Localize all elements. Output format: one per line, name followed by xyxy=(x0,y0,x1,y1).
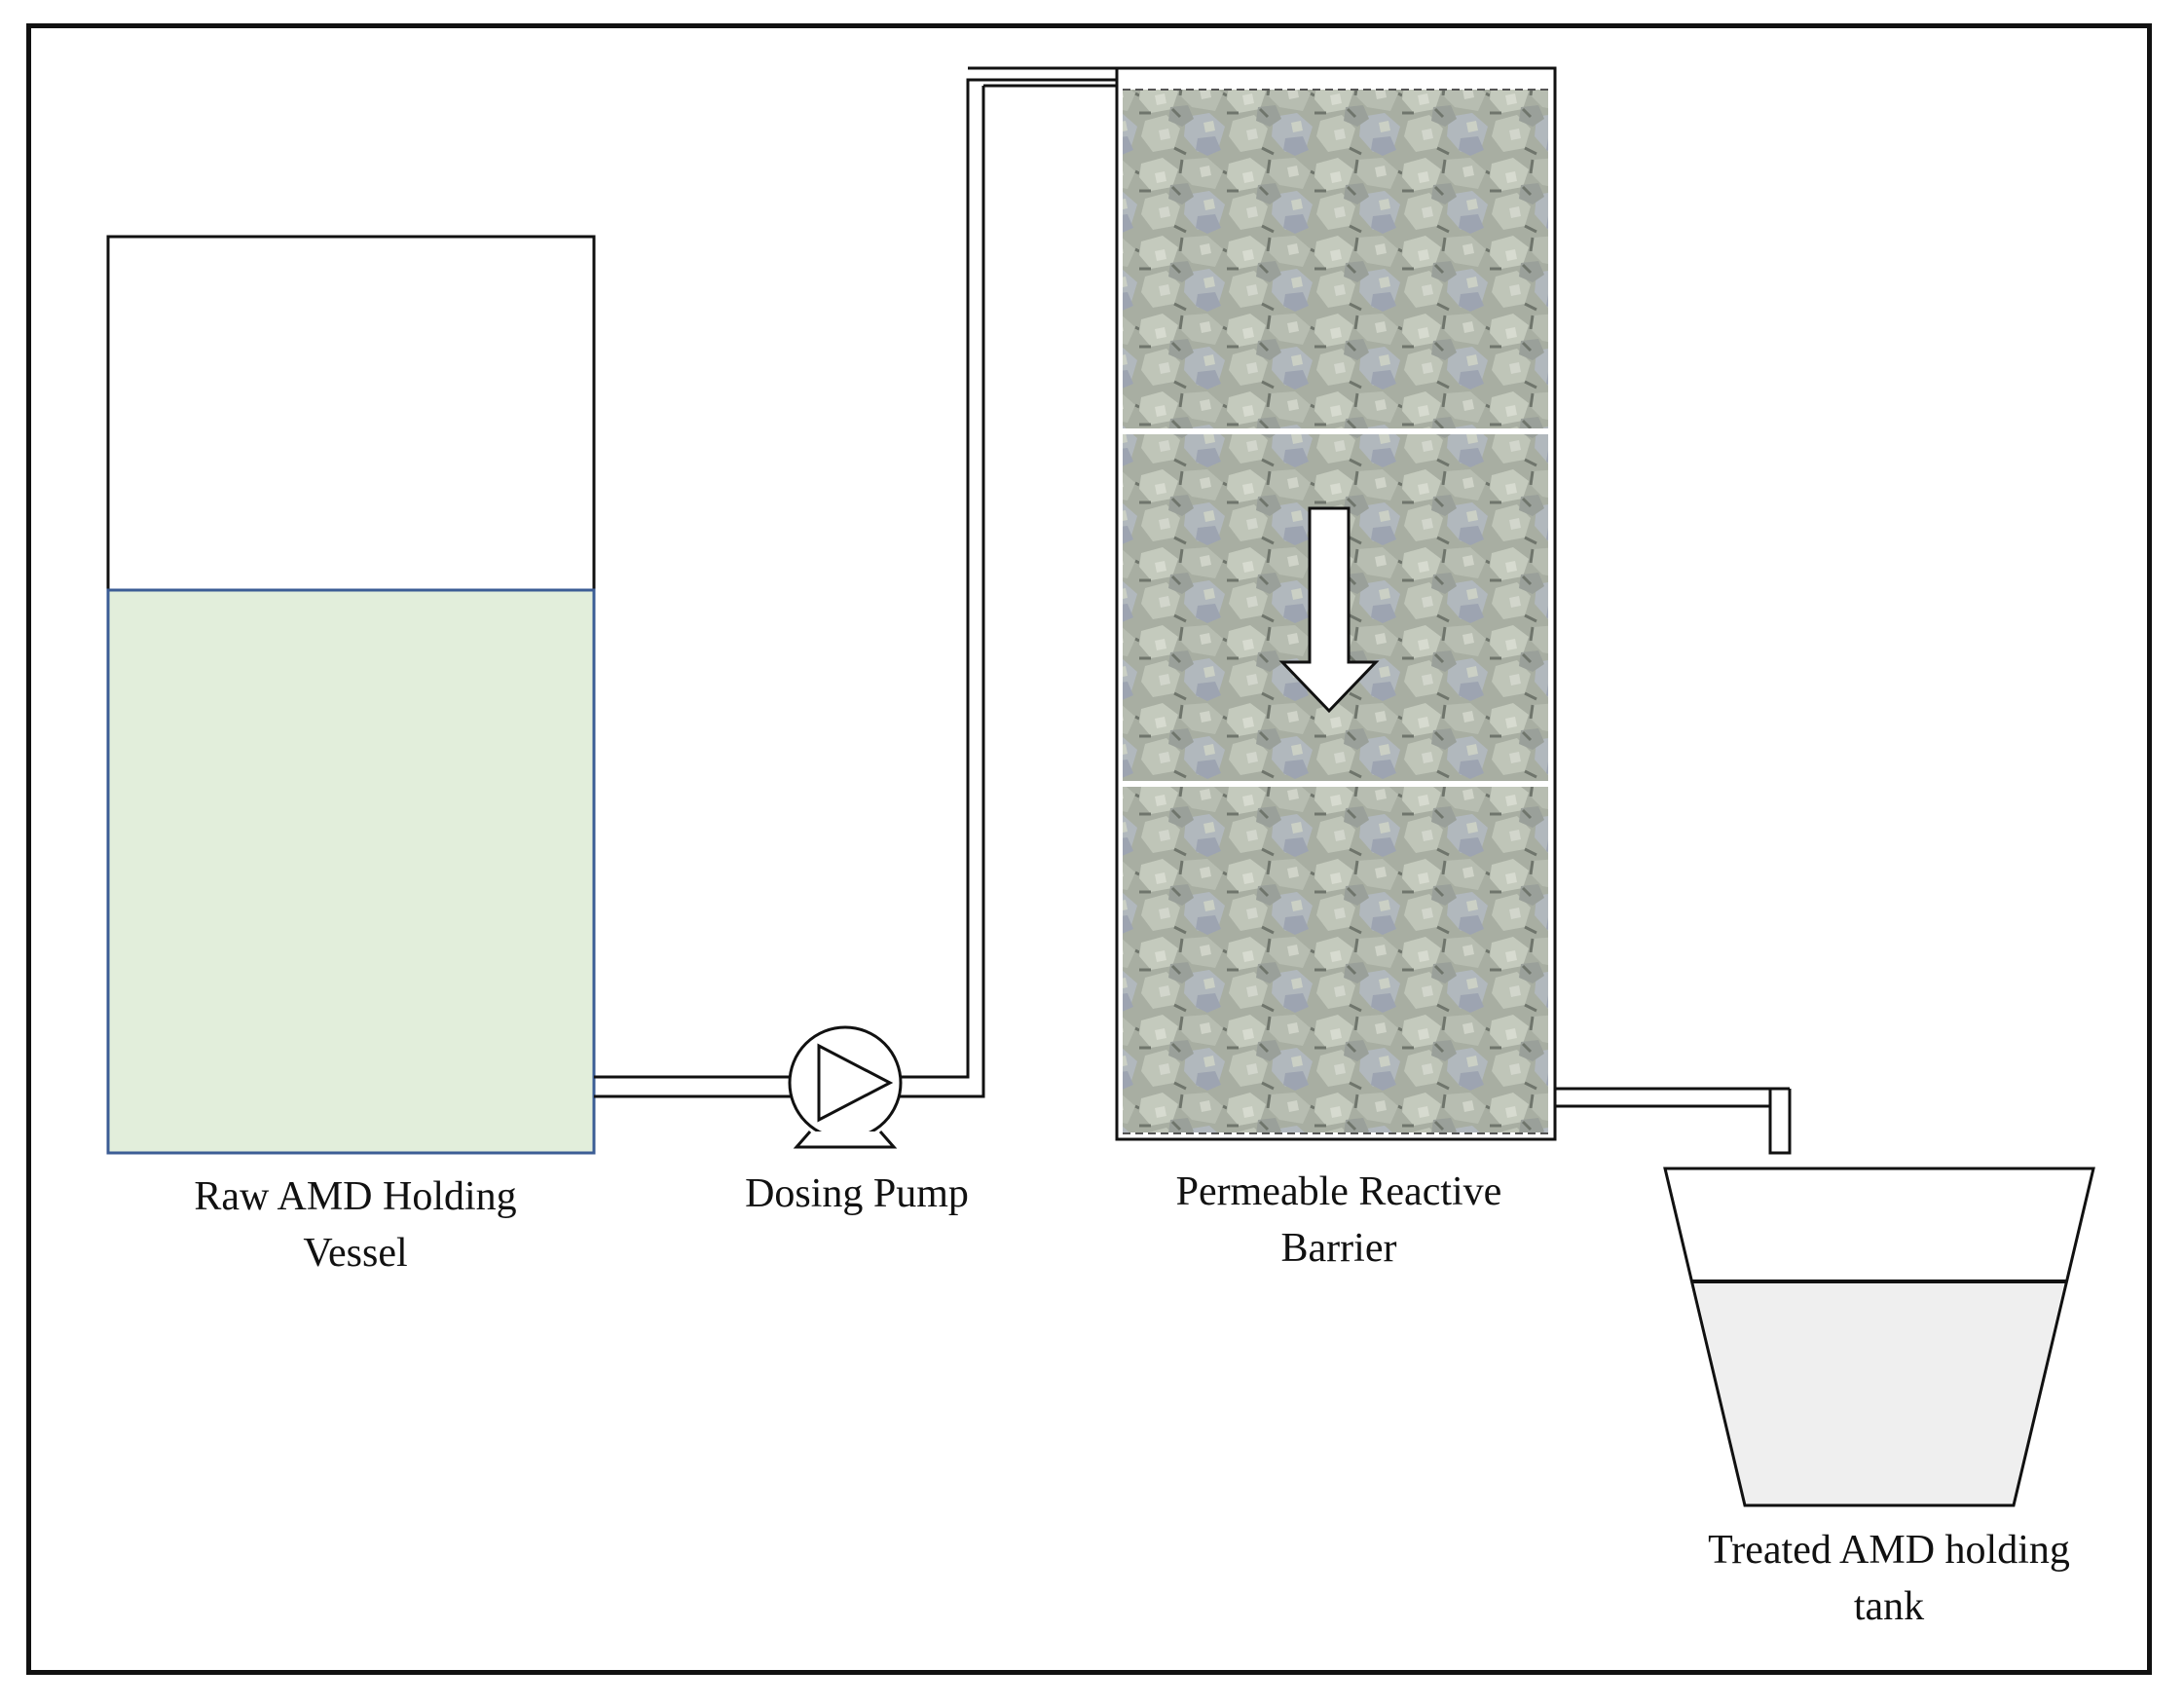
dosing-pump-label: Dosing Pump xyxy=(745,1171,969,1216)
raw-amd-holding-vessel xyxy=(106,235,596,1155)
raw-vessel-label: Raw AMD Holding Vessel xyxy=(194,1174,517,1276)
prb-layer-1 xyxy=(1123,90,1548,428)
treated-tank-label: Treated AMD holding tank xyxy=(1708,1528,2070,1629)
pump-icon xyxy=(788,1025,903,1149)
permeable-reactive-barrier xyxy=(1115,66,1557,1141)
outlet-pipe xyxy=(1555,1087,1792,1155)
flow-arrow-icon xyxy=(1278,506,1380,714)
riser-pipe xyxy=(900,66,1143,1098)
prb-layer-3 xyxy=(1123,787,1548,1132)
inlet-pipe xyxy=(594,1075,791,1098)
raw-vessel-empty-space xyxy=(106,235,596,592)
raw-vessel-liquid xyxy=(106,588,596,1155)
treated-amd-holding-tank xyxy=(1663,1167,2095,1507)
treated-tank-liquid xyxy=(1694,1281,2064,1505)
prb-label: Permeable Reactive Barrier xyxy=(1175,1169,1502,1271)
